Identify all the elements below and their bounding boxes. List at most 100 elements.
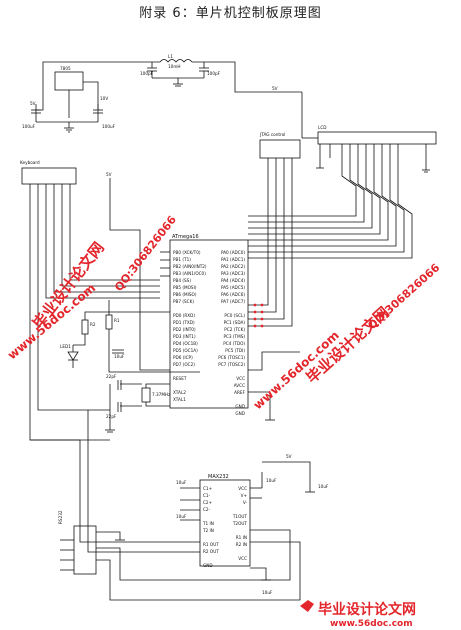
voltage-out-label: 10V: [100, 96, 108, 101]
mcu-right-pin-22: GND: [235, 404, 245, 409]
site-logo: 毕业设计论文网 www.56doc.com: [300, 600, 416, 629]
mcu-right-pin-14: PC5 (TDI): [225, 348, 245, 353]
watermark-right-qq-text: QQ:306826066: [365, 261, 442, 332]
regulator-label: 7805: [60, 66, 71, 71]
max232-left-pin-labels: C1+ C1- C2+ C2- T1 IN T2 IN R1 OUT R2 OUT GND: [202, 486, 219, 568]
mcu-left-pin-9: PD0 (RXD): [173, 313, 195, 318]
max-left-pin-11: GND: [203, 563, 213, 568]
mcu-right-pin-0: PA0 (ADC0): [221, 250, 245, 255]
max-left-pin-1: C1-: [203, 493, 211, 498]
vcc-low-label: 5V: [286, 454, 292, 459]
max-cap2-label: 10uF: [176, 514, 187, 519]
xtal-cap1-label: 22pF: [106, 374, 117, 379]
max-left-pin-8: R1 OUT: [203, 542, 219, 547]
cap-a-label: 100pF: [140, 71, 154, 76]
jtag-label: JTAG control: [259, 132, 285, 137]
mcu-left-pin-12: PD3 (INT1): [173, 334, 196, 339]
logo-url: www.56doc.com: [330, 619, 413, 629]
max-right-pin-1: V+: [241, 493, 248, 498]
max-cap1-label: 10uF: [176, 480, 187, 485]
mcu-left-pin-3: PB3 (AIN1/OC0): [173, 271, 206, 276]
max-cap4-label: 10uF: [318, 484, 329, 489]
max-cap5-label: 10uF: [262, 590, 273, 595]
mcu-left-pin-21: XTAL1: [173, 397, 186, 402]
led-label: LED1: [60, 344, 71, 349]
mcu-left-pin-11: PD2 (INT0): [173, 327, 196, 332]
max-left-pin-2: C2+: [203, 500, 213, 505]
mcu-right-pin-7: PA7 (ADC7): [221, 299, 245, 304]
mcu-right-pin-12: PC3 (TMS): [223, 334, 245, 339]
mcu-right-pin-19: AVCC: [234, 383, 245, 388]
max-left-pin-0: C1+: [203, 486, 213, 491]
max-left-pin-6: T2 IN: [202, 528, 214, 533]
watermark-left-qq: QQ:306826066: [112, 213, 179, 294]
logo-icon: [300, 600, 314, 612]
coil-label: L1: [168, 54, 173, 59]
mcu-left-pin-6: PB6 (MISO): [173, 292, 197, 297]
max-right-pin-8: R2 IN: [236, 542, 247, 547]
mcu-right-pin-15: PC6 (TOSC1): [218, 355, 245, 360]
mcu-right-pin-11: PC2 (TCK): [224, 327, 245, 332]
reset-cap-label: 10uF: [114, 354, 125, 359]
mcu-left-pin-1: PB1 (T1): [173, 257, 191, 262]
mcu-right-pin-2: PA2 (ADC2): [221, 264, 245, 269]
cap-c-label: 100uF: [22, 124, 36, 129]
max-right-pin-7: R1 IN: [236, 535, 247, 540]
lcd-label: LCD: [318, 125, 326, 130]
mcu-right-pin-5: PA5 (ADC5): [221, 285, 245, 290]
mcu-right-pin-4: PA4 (ADC4): [221, 278, 245, 283]
watermark-left: 毕业设计论文网: [29, 239, 108, 333]
page-title: 附录 6：单片机控制板原理图: [139, 6, 322, 21]
max232-right-pin-labels: VCC V+ V- T1OUT T2OUT R1 IN R2 IN VCC: [232, 486, 248, 561]
crystal-label: 7.37MHz: [152, 392, 171, 397]
max-right-pin-5: T2OUT: [232, 521, 248, 526]
mcu-left-pin-14: PD5 (OC1A): [173, 348, 198, 353]
mcu-left-pin-13: PD4 (OC1B): [173, 341, 198, 346]
mcu-label: ATmega16: [172, 234, 199, 240]
watermark-left-qq-text: QQ:306826066: [112, 213, 179, 294]
mcu-left-pin-2: PB2 (AIN0/INT2): [173, 264, 207, 269]
mcu-right-pin-23: GND: [235, 411, 245, 416]
max-right-pin-0: VCC: [238, 486, 247, 491]
max-right-pin-4: T1OUT: [232, 514, 248, 519]
max-right-pin-10: VCC: [238, 556, 247, 561]
max232-label: MAX232: [208, 474, 229, 480]
watermark-right-qq: QQ:306826066: [365, 261, 442, 332]
mcu-right-pin-16: PC7 (TOSC2): [218, 362, 245, 367]
max-cap3-label: 10uF: [266, 478, 277, 483]
voltage-in-label: 5V: [30, 101, 36, 106]
r2-label: R2: [90, 322, 96, 327]
r1-label: R1: [114, 318, 120, 323]
vcc-mid-label: 5V: [106, 172, 112, 177]
mcu-right-pin-9: PC0 (SCL): [224, 313, 245, 318]
vcc-top-label: 5V: [272, 86, 278, 91]
mcu-left-pin-5: PB5 (MOSI): [173, 285, 197, 290]
db9-label: RS232: [58, 510, 63, 524]
mcu-left-pin-7: PB7 (SCK): [173, 299, 194, 304]
max-left-pin-9: R2 OUT: [203, 549, 219, 554]
mcu-left-pin-0: PB0 (XCK/T0): [173, 250, 201, 255]
mcu-right-pin-6: PA6 (ADC6): [221, 292, 245, 297]
mcu-right-pin-10: PC1 (SDA): [224, 320, 246, 325]
mcu-left-pin-16: PD7 (OC2): [173, 362, 195, 367]
mcu-left-pin-4: PB4 (SS): [173, 278, 191, 283]
mcu-right-pin-labels: PA0 (ADC0) PA1 (ADC1) PA2 (ADC2) PA3 (ADC3)…: [218, 250, 245, 416]
mcu-right-pin-13: PC4 (TDO): [223, 341, 245, 346]
max-right-pin-2: V-: [243, 500, 248, 505]
mcu-right-pin-18: VCC: [236, 376, 245, 381]
mcu-left-pin-15: PD6 (ICP): [173, 355, 193, 360]
mcu-left-pin-20: XTAL2: [173, 390, 186, 395]
mcu-left-pin-10: PD1 (TXD): [173, 320, 195, 325]
mcu-left-pin-18: RESET: [173, 376, 187, 381]
max-left-pin-5: T1 IN: [202, 521, 214, 526]
keyboard-label: Keyboard: [20, 160, 40, 165]
watermark-left-site: 毕业设计论文网: [29, 239, 108, 333]
xtal-cap2-label: 22pF: [106, 414, 117, 419]
logo-site-name: 毕业设计论文网: [318, 601, 416, 618]
mcu-right-pin-1: PA1 (ADC1): [221, 257, 245, 262]
cap-d-label: 100uF: [102, 124, 116, 129]
mcu-right-pin-3: PA3 (ADC3): [221, 271, 245, 276]
max-left-pin-3: C2-: [203, 507, 211, 512]
mcu-right-pin-20: AREF: [234, 390, 245, 395]
